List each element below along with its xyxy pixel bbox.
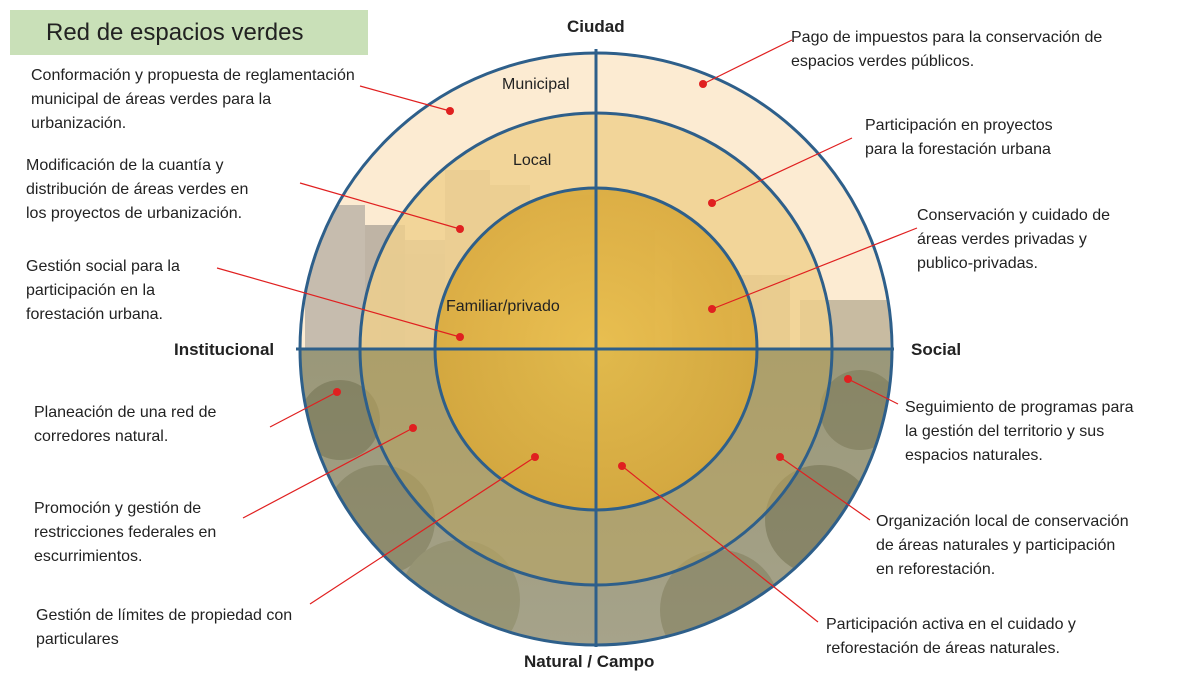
- pointer-dot-r1: [699, 80, 707, 88]
- annotation-r6: Participación activa en el cuidado y ref…: [826, 616, 1076, 657]
- diagram-title: Red de espacios verdes: [46, 18, 304, 46]
- pointer-dot-r4: [844, 375, 852, 383]
- ring-label-outer: Municipal: [502, 76, 570, 93]
- axis-label-left: Institucional: [174, 340, 275, 359]
- pointer-dot-r2: [708, 199, 716, 207]
- pointer-line-r4: [847, 378, 899, 405]
- pointer-line-r3: [711, 227, 918, 310]
- pointer-dot-r3: [708, 305, 716, 313]
- pointer-dot-l2: [456, 225, 464, 233]
- pointer-lines: [216, 39, 918, 623]
- ring-label-middle: Local: [513, 152, 552, 169]
- axis-label-top: Ciudad: [567, 17, 625, 36]
- pointer-line-r6: [621, 465, 819, 623]
- annotation-r3: Conservación y cuidado de áreas verdes p…: [917, 207, 1111, 272]
- pointer-line-l5: [242, 427, 414, 519]
- pointer-dot-l5: [409, 424, 417, 432]
- annotation-r1: Pago de impuestos para la conservación d…: [791, 29, 1103, 70]
- pointer-dot-r6: [618, 462, 626, 470]
- pointer-line-l3: [216, 267, 461, 338]
- pointer-line-l4: [269, 391, 338, 428]
- pointer-line-l2: [299, 182, 461, 230]
- pointer-dot-l6: [531, 453, 539, 461]
- pointer-dot-l3: [456, 333, 464, 341]
- title-box: Red de espacios verdes: [10, 10, 368, 55]
- pointer-dot-l4: [333, 388, 341, 396]
- pointer-line-l1: [359, 85, 451, 112]
- pointer-dot-r5: [776, 453, 784, 461]
- pointer-line-r1: [702, 39, 793, 85]
- annotation-l4: Planeación de una red de corredores natu…: [34, 404, 217, 445]
- ring-label-inner: Familiar/privado: [446, 298, 560, 315]
- pointer-dots: [333, 80, 852, 470]
- annotation-l2: Modificación de la cuantía y distribució…: [26, 157, 249, 222]
- annotation-l3: Gestión social para la participación en …: [26, 258, 180, 323]
- axis-label-bottom: Natural / Campo: [524, 652, 655, 671]
- annotation-r5: Organización local de conservación de ár…: [876, 513, 1129, 578]
- annotation-r4: Seguimiento de programas para la gestión…: [905, 399, 1134, 464]
- pointer-line-r2: [711, 137, 853, 204]
- pointer-dot-l1: [446, 107, 454, 115]
- pointer-line-r5: [779, 456, 871, 521]
- annotation-r2: Participación en proyectos para la fores…: [865, 117, 1053, 158]
- annotation-l6: Gestión de límites de propiedad con part…: [36, 607, 293, 648]
- annotation-l1: Conformación y propuesta de reglamentaci…: [31, 67, 355, 132]
- pointer-line-l6: [309, 456, 536, 605]
- annotation-l5: Promoción y gestión de restricciones fed…: [34, 500, 217, 565]
- axis-label-right: Social: [911, 340, 962, 359]
